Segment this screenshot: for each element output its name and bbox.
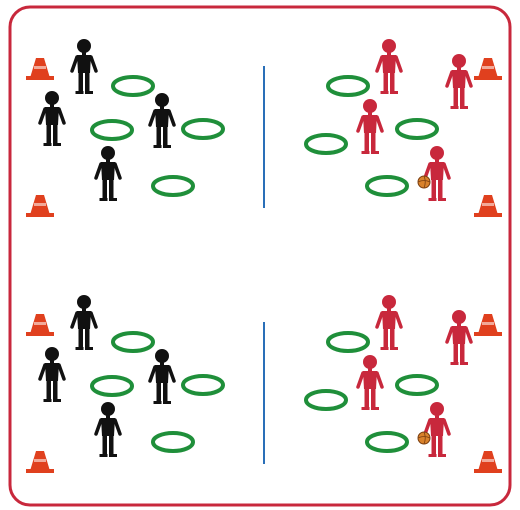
ball-icon bbox=[418, 432, 430, 444]
ball-icon bbox=[418, 176, 430, 188]
